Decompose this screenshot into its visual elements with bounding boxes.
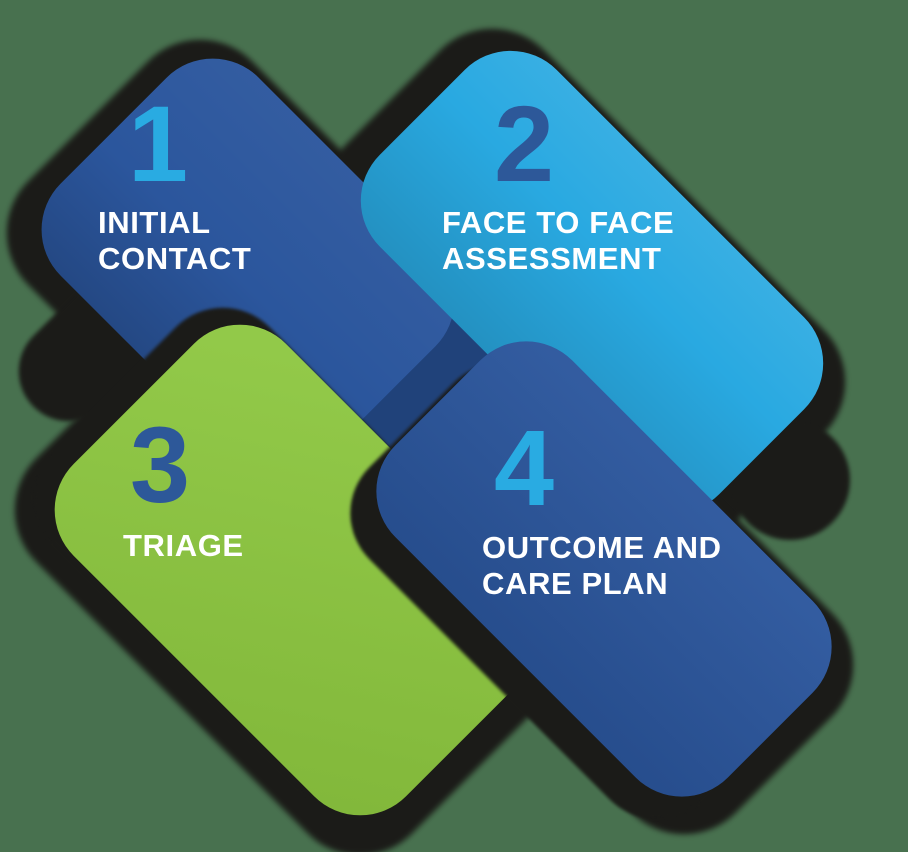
step3-title: TRIAGE (123, 528, 244, 564)
step1-title-line2: CONTACT (98, 241, 252, 276)
step1-title-line1: INITIAL (98, 205, 211, 240)
step3-number: 3 (129, 404, 191, 525)
step4-title-line1: OUTCOME AND (482, 530, 722, 565)
step2-title-line2: ASSESSMENT (442, 241, 662, 276)
step2-title: FACE TO FACE ASSESSMENT (442, 205, 674, 277)
step1-title: INITIAL CONTACT (98, 205, 251, 277)
step1-number: 1 (127, 83, 189, 204)
step3-title-line1: TRIAGE (123, 528, 244, 563)
step2-number: 2 (493, 83, 555, 204)
step4-title-line2: CARE PLAN (482, 566, 669, 601)
step4-title: OUTCOME AND CARE PLAN (482, 530, 722, 602)
step4-number: 4 (493, 407, 555, 528)
step2-title-line1: FACE TO FACE (442, 205, 675, 240)
